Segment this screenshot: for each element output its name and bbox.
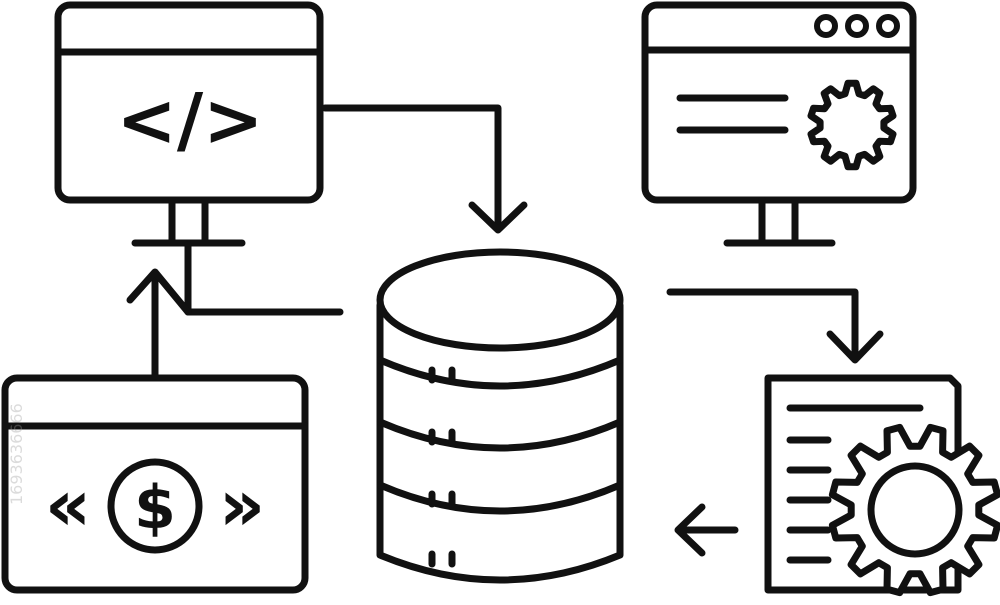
gear-icon (807, 79, 897, 171)
link-monitor-to-database (184, 241, 344, 316)
gear-outline (807, 79, 897, 171)
arrowhead-down-icon (468, 201, 528, 234)
database-divider (376, 356, 624, 390)
arrow-database-to-document (666, 288, 859, 362)
connectors (126, 104, 884, 557)
gear-icon (828, 423, 1000, 597)
dollar-coin-icon (107, 458, 203, 554)
database-top (376, 248, 624, 352)
window-dot-icon (876, 14, 900, 38)
dollar-sign: $ (134, 473, 176, 543)
database-icon (376, 248, 624, 584)
chevrons-right-icon: » (219, 463, 266, 547)
payment-window: $ « » (1, 374, 309, 594)
chevrons-left-icon: « (45, 463, 92, 547)
watermark-id: 1693636666 (7, 403, 26, 505)
database-divider (376, 418, 624, 452)
database-body (376, 301, 624, 584)
arrowhead-up-icon (126, 268, 192, 316)
window-dot-icon (845, 14, 869, 38)
settings-monitor (641, 1, 917, 247)
code-monitor-screen (54, 1, 324, 204)
window-dot-icon (814, 14, 838, 38)
arrowhead-left-icon (674, 503, 706, 557)
settings-document (764, 374, 1000, 597)
database-divider (376, 481, 624, 515)
code-monitor: </> (54, 1, 324, 247)
settings-monitor-screen (641, 1, 917, 204)
gear-hub (867, 462, 963, 558)
arrow-code-to-database (321, 104, 502, 232)
arrowhead-down-icon (826, 330, 884, 364)
code-icon: </> (117, 78, 264, 162)
